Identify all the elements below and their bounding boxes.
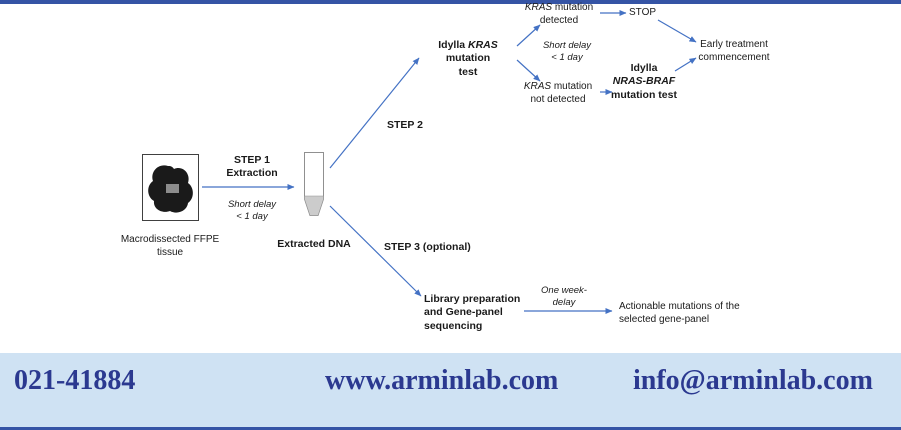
arrow-step3 bbox=[329, 205, 422, 297]
early-treatment-line1: Early treatment bbox=[700, 39, 768, 50]
idylla-nras-line3: mutation test bbox=[611, 88, 677, 101]
kras-detected-gene: KRAS bbox=[524, 2, 553, 13]
node-tissue-label: Macrodissected FFPE tissue bbox=[120, 234, 220, 260]
bottom-border-line bbox=[0, 427, 901, 430]
kras-detected-rest: mutation bbox=[552, 2, 594, 13]
dna-tube-liquid bbox=[304, 195, 324, 216]
node-idylla-nras-braf-test: Idylla NRAS-BRAF mutation test bbox=[604, 62, 684, 102]
kras-not-detected-line2: not detected bbox=[530, 93, 586, 105]
idylla-kras-gene: KRAS bbox=[468, 39, 498, 51]
tissue-label-line1: Macrodissected FFPE bbox=[120, 234, 220, 245]
node-extracted-dna: Extracted DNA bbox=[277, 238, 351, 250]
node-one-week-delay: One week- delay bbox=[531, 285, 597, 309]
footer-website: www.arminlab.com bbox=[325, 365, 559, 396]
short-delay2-line2: < 1 day bbox=[551, 52, 583, 64]
idylla-kras-post: mutation bbox=[445, 52, 491, 65]
arrow-to-kras-detected bbox=[516, 24, 541, 47]
one-week-delay-line2: delay bbox=[552, 297, 576, 309]
actionable-line2: selected gene-panel bbox=[619, 313, 710, 325]
step1-delay-line1: Short delay bbox=[227, 199, 277, 210]
footer-banner: 021-41884 www.arminlab.com info@arminlab… bbox=[0, 353, 901, 427]
step1-line1: STEP 1 bbox=[234, 154, 270, 166]
tissue-macrodissection-mark bbox=[166, 184, 179, 193]
kras-not-detected-line1: KRAS mutation bbox=[516, 81, 600, 94]
node-short-delay-2: Short delay < 1 day bbox=[532, 40, 602, 64]
library-prep-line1: Library preparation bbox=[424, 293, 521, 305]
library-prep-line3: sequencing bbox=[424, 319, 483, 332]
idylla-kras-line1: Idylla KRAS mutation bbox=[418, 39, 518, 66]
step1-delay-line2: < 1 day bbox=[236, 211, 268, 223]
node-idylla-kras-test: Idylla KRAS mutation test bbox=[418, 39, 518, 79]
arrow-stop-to-early-treatment bbox=[657, 19, 697, 43]
footer-email: info@arminlab.com bbox=[633, 365, 873, 396]
idylla-nras-line1: Idylla bbox=[630, 62, 658, 74]
footer-phone: 021-41884 bbox=[14, 365, 136, 396]
node-step1-label: STEP 1 Extraction bbox=[208, 154, 296, 181]
node-actionable-mutations: Actionable mutations of the selected gen… bbox=[619, 301, 759, 327]
one-week-delay-line1: One week- bbox=[541, 285, 587, 296]
idylla-nras-gene: NRAS-BRAF bbox=[612, 75, 676, 88]
node-kras-detected: KRAS mutation detected bbox=[518, 2, 600, 28]
arrow-to-kras-not-detected bbox=[516, 59, 541, 82]
node-kras-not-detected: KRAS mutation not detected bbox=[516, 81, 600, 107]
idylla-kras-line2: test bbox=[458, 65, 478, 78]
top-border-line bbox=[0, 0, 901, 4]
node-step2-label: STEP 2 bbox=[387, 119, 423, 131]
actionable-line1: Actionable mutations of the bbox=[619, 301, 740, 312]
idylla-kras-pre: Idylla bbox=[438, 39, 468, 51]
arrow-step2 bbox=[329, 57, 420, 169]
step1-line2: Extraction bbox=[226, 167, 278, 180]
node-early-treatment: Early treatment commencement bbox=[692, 39, 776, 65]
kras-not-detected-rest: mutation bbox=[551, 81, 593, 92]
kras-not-detected-gene: KRAS bbox=[523, 81, 552, 92]
node-step3-label: STEP 3 (optional) bbox=[384, 241, 471, 253]
arrow-nras-to-early-treatment bbox=[674, 57, 697, 72]
node-library-prep: Library preparation and Gene-panel seque… bbox=[424, 293, 524, 333]
tissue-label-line2: tissue bbox=[156, 246, 184, 258]
kras-detected-line2: detected bbox=[539, 14, 579, 26]
short-delay2-line1: Short delay bbox=[542, 40, 592, 51]
early-treatment-line2: commencement bbox=[698, 51, 770, 63]
kras-detected-line1: KRAS mutation bbox=[518, 2, 600, 15]
node-stop: STOP bbox=[629, 7, 657, 18]
library-prep-line2: and Gene-panel bbox=[424, 306, 503, 319]
node-step1-delay: Short delay < 1 day bbox=[213, 199, 291, 223]
